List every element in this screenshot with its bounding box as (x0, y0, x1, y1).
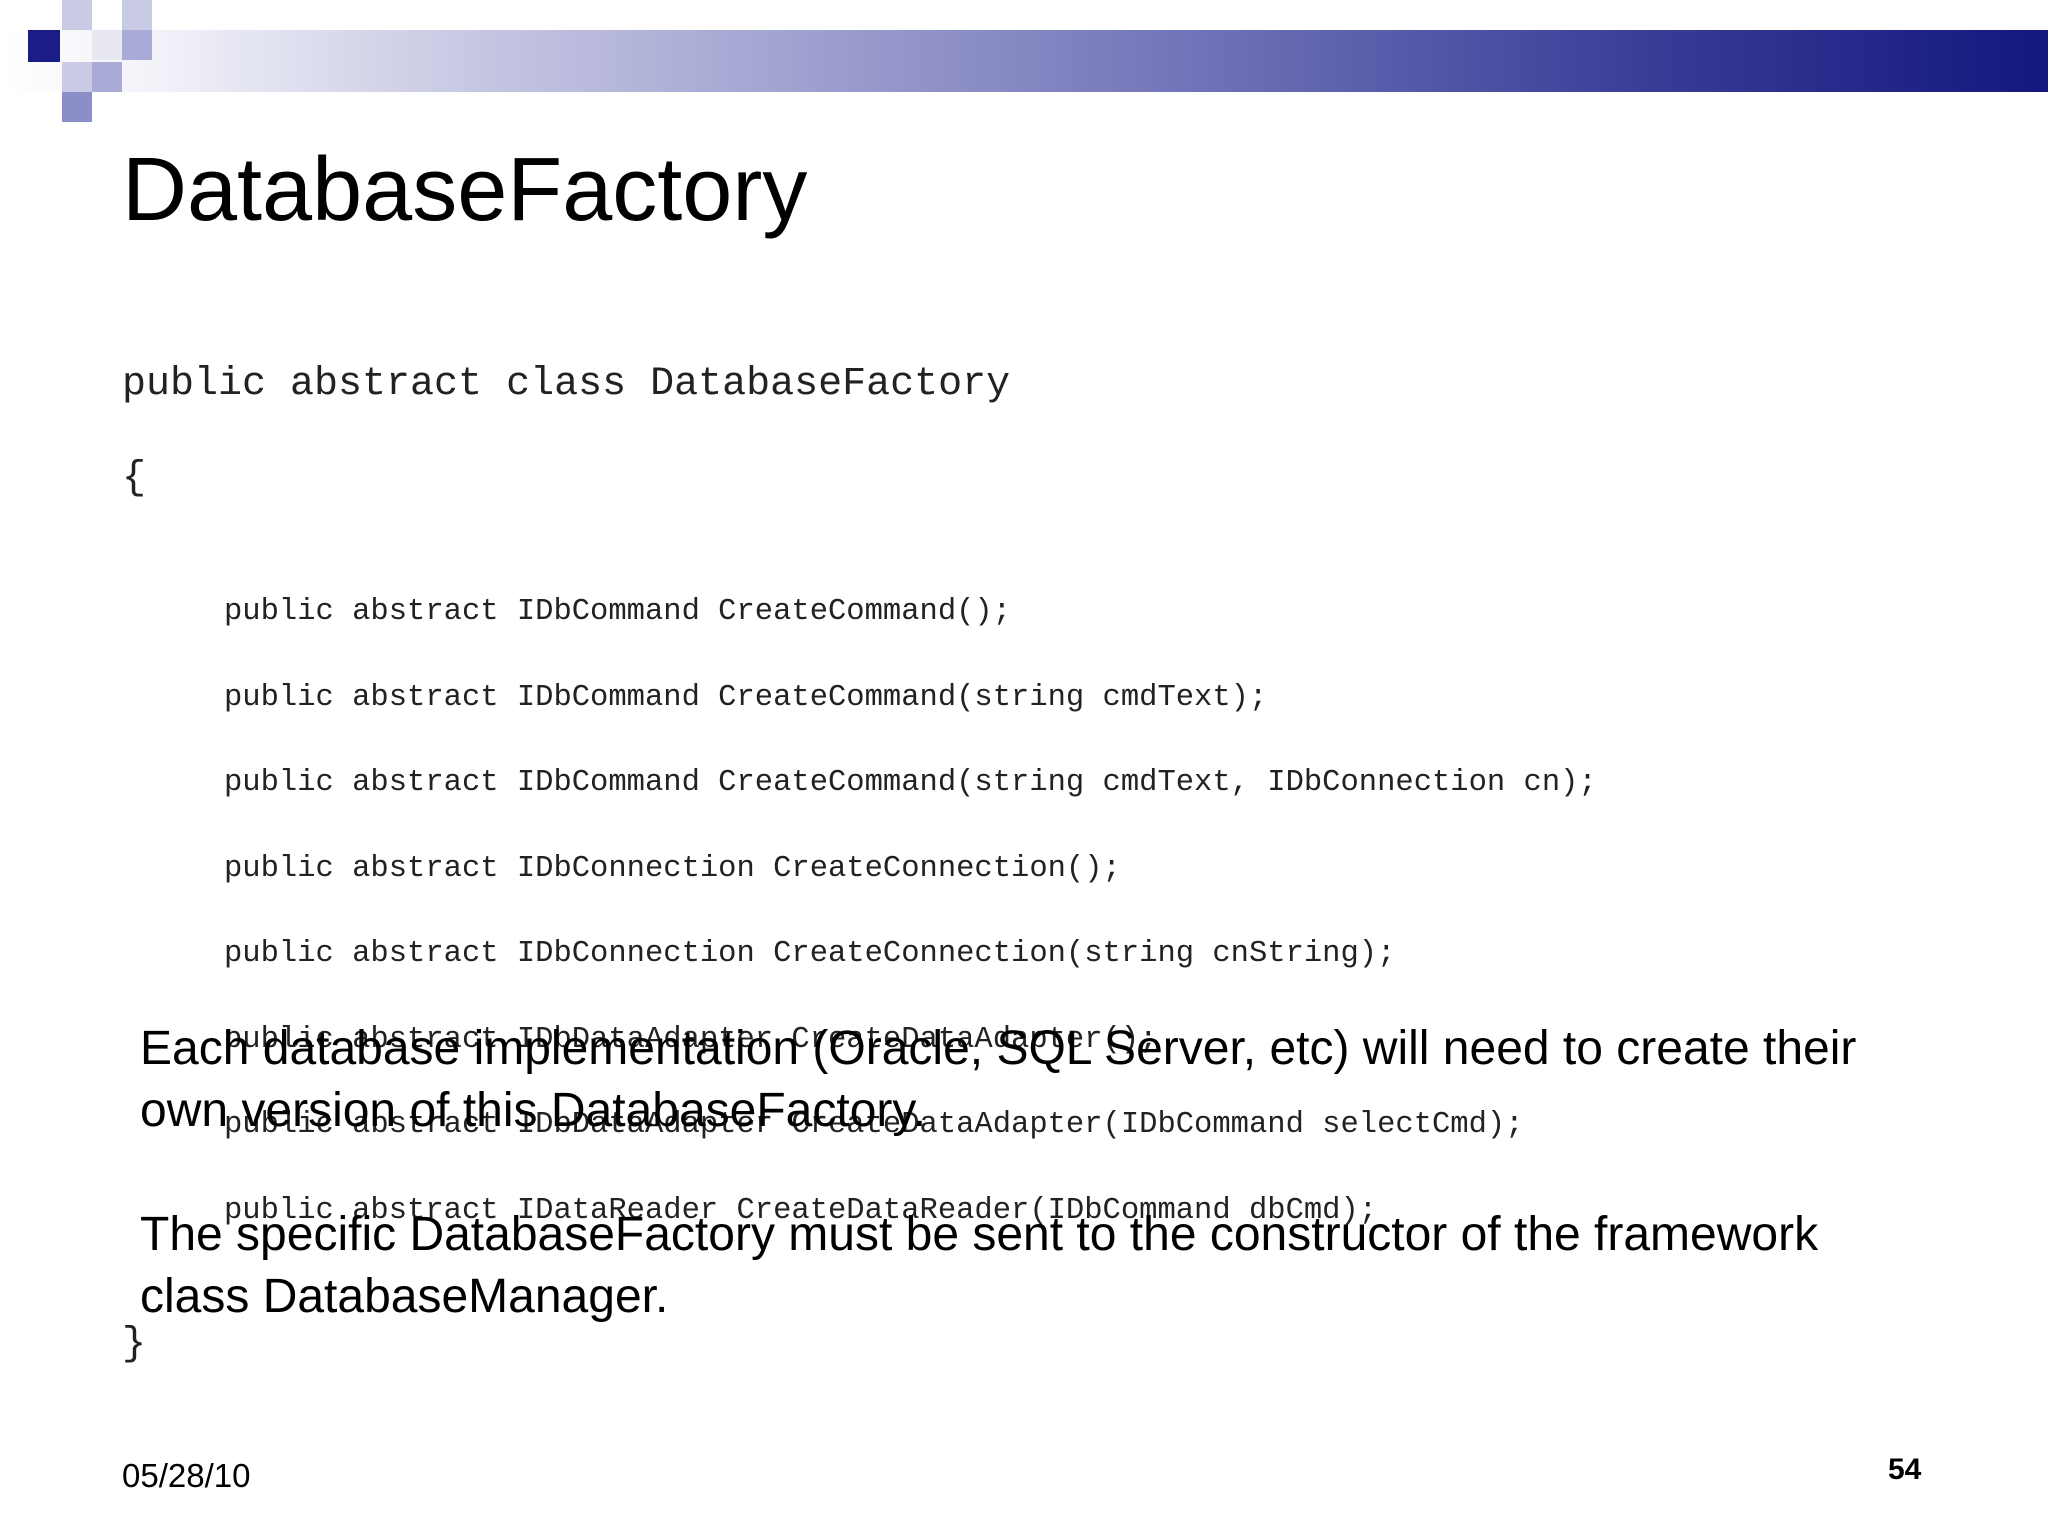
code-close-brace: } (122, 1322, 147, 1367)
slide-body: Each database implementation (Oracle, SQ… (140, 1018, 1940, 1390)
code-line: public abstract IDbCommand CreateCommand… (224, 680, 1268, 715)
body-paragraph: Each database implementation (Oracle, SQ… (140, 1022, 1857, 1137)
code-block: public abstract class DatabaseFactory { … (122, 320, 1597, 1410)
code-line: public abstract IDbCommand CreateCommand… (224, 766, 1597, 800)
decorative-square (122, 30, 152, 60)
header-gradient-band (0, 30, 2048, 92)
code-line: public abstract IDbConnection CreateConn… (224, 937, 1396, 971)
decorative-square (122, 0, 152, 30)
code-line: public abstract IDataReader CreateDataRe… (224, 1193, 1378, 1228)
code-line: public abstract IDbConnection CreateConn… (224, 851, 1121, 886)
code-line: public abstract IDbDataAdapter CreateDat… (224, 1108, 1524, 1142)
body-paragraph: The specific DatabaseFactory must be sen… (140, 1208, 1819, 1323)
footer-date: 05/28/10 (122, 1457, 251, 1494)
page-number: 54 (1888, 1453, 1922, 1486)
code-line: public abstract IDbCommand CreateCommand… (224, 595, 1012, 629)
decorative-squares-logo (0, 0, 160, 130)
code-line: public abstract IDbDataAdapter CreateDat… (224, 1022, 1158, 1057)
decorative-square (62, 62, 92, 92)
decorative-square (28, 30, 60, 62)
code-open-brace: { (122, 456, 147, 501)
code-members: public abstract IDbCommand CreateCommand… (122, 544, 1597, 1280)
decorative-square (92, 30, 122, 60)
decorative-square (62, 92, 92, 122)
code-class-declaration: public abstract class DatabaseFactory (122, 362, 1011, 407)
decorative-square (92, 62, 122, 92)
slide-title: DatabaseFactory (122, 140, 808, 240)
decorative-square (62, 0, 92, 30)
